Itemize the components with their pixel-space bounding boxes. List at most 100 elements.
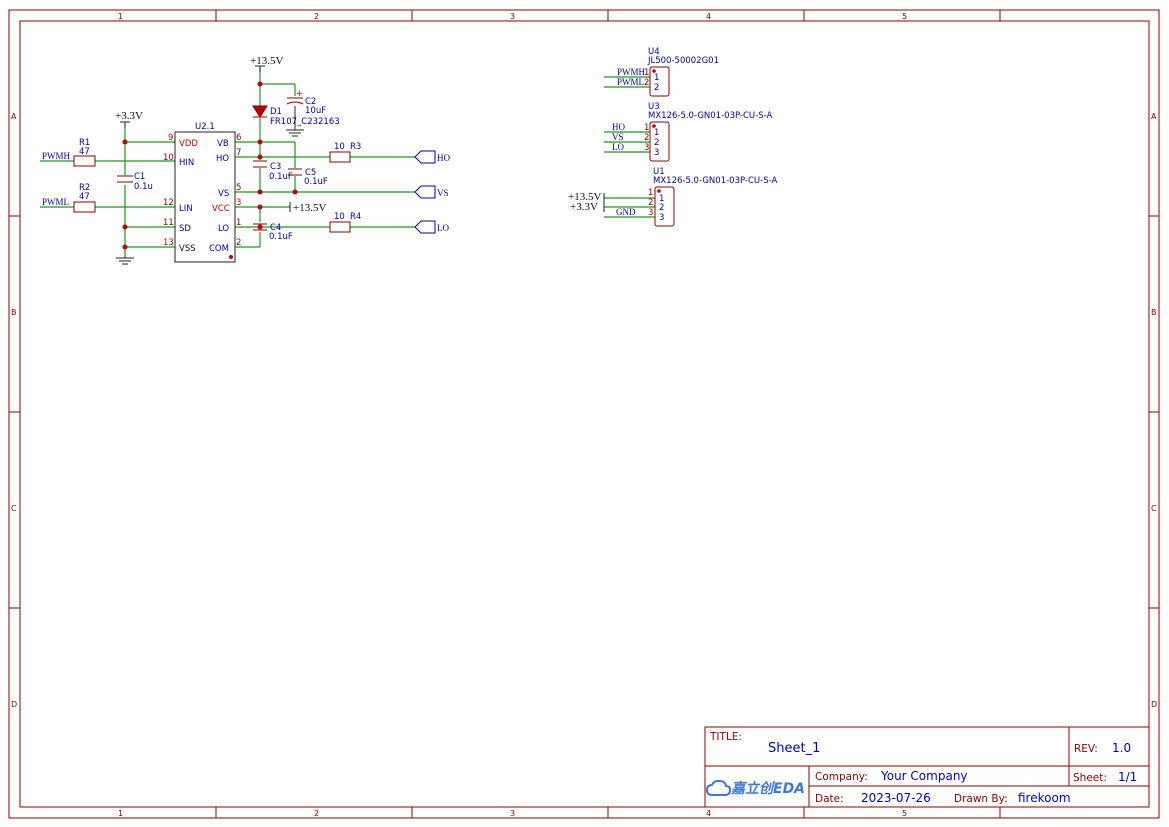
- r2-ref: R2: [79, 183, 90, 193]
- pin-name-lo: LO: [218, 224, 229, 234]
- col-label: 2: [314, 12, 319, 21]
- u1-pin-num-3: 3: [648, 208, 653, 218]
- c3-value: 0.1uF: [269, 172, 293, 182]
- pin-name-vs: VS: [218, 189, 229, 199]
- u3-value: MX126-5.0-GN01-03P-CU-S-A: [648, 111, 772, 121]
- row-label: A: [11, 112, 17, 121]
- connector-u1[interactable]: U1 MX126-5.0-GN01-03P-CU-S-A 1 2 3 1 2 3: [648, 167, 777, 227]
- pin-name-vdd: VDD: [179, 139, 198, 149]
- r3-value: 10: [334, 142, 345, 152]
- port-lo-label: LO: [437, 223, 449, 233]
- connector-u3[interactable]: U3 MX126-5.0-GN01-03P-CU-S-A 1 2 3 1 2 3: [644, 102, 772, 162]
- resistor-r4[interactable]: 10 R4: [329, 212, 361, 233]
- capacitor-c1[interactable]: C1 0.1u: [117, 172, 153, 192]
- row-label: C: [11, 504, 17, 513]
- pin-name-hin: HIN: [179, 158, 194, 168]
- c5-ref: C5: [305, 168, 316, 178]
- u1-ref: U1: [653, 167, 665, 177]
- pin-number: 12: [163, 198, 174, 208]
- rev-value: 1.0: [1112, 741, 1131, 755]
- pin-name-ho: HO: [216, 154, 229, 164]
- power-3v3-symbol[interactable]: +3.3V: [115, 110, 143, 128]
- u3-pin-num-3: 3: [644, 143, 649, 153]
- c2-ref: C2: [305, 97, 316, 107]
- capacitor-c3[interactable]: C3 0.1uF: [253, 160, 293, 182]
- u1-pin-num-1: 1: [648, 188, 653, 198]
- capacitor-c5[interactable]: C5 0.1uF: [288, 168, 328, 187]
- port-ho[interactable]: HO: [414, 150, 450, 164]
- u1-pin-2: 2: [659, 203, 664, 213]
- row-label: A: [1151, 112, 1157, 121]
- u1-pin-num-2: 2: [648, 198, 653, 208]
- u4-pin-2: 2: [654, 83, 659, 93]
- r3-ref: R3: [350, 142, 361, 152]
- row-label: C: [1151, 504, 1157, 513]
- port-ho-label: HO: [437, 153, 450, 163]
- drawn-by-value: firekoom: [1018, 791, 1071, 805]
- u1-pin-1: 1: [659, 194, 664, 204]
- c1-ref: C1: [134, 172, 145, 182]
- pin-number: 2: [236, 238, 241, 248]
- capacitor-c2[interactable]: + C2 10uF: [286, 89, 326, 116]
- ic-u2-1[interactable]: U2.1 9 VDD 10 HIN 12 LIN 11 SD 13 VSS 6 …: [163, 122, 241, 263]
- pin-number: 9: [168, 133, 173, 143]
- resistor-r3[interactable]: 10 R3: [329, 142, 361, 163]
- u3-pin-num-1: 1: [644, 123, 649, 133]
- port-lo[interactable]: LO: [414, 220, 449, 234]
- pin-number: 11: [163, 218, 174, 228]
- u3-pin-num-2: 2: [644, 133, 649, 143]
- diode-d1[interactable]: D1 FR107_C232163: [252, 105, 340, 127]
- net-label-ho-u3: HO: [612, 122, 625, 132]
- col-label: 4: [706, 12, 711, 21]
- resistor-r1[interactable]: R1 47: [73, 138, 96, 167]
- pin-name-sd: SD: [179, 224, 191, 234]
- u4-pin-num-1: 1: [644, 68, 649, 78]
- r4-value: 10: [334, 212, 345, 222]
- sheet-value: 1/1: [1118, 770, 1137, 784]
- col-label: 4: [706, 809, 711, 818]
- junctions: [122, 81, 298, 250]
- c4-value: 0.1uF: [269, 232, 293, 242]
- title-block: TITLE: Sheet_1 REV: 1.0 Company: Your Co…: [704, 726, 1150, 808]
- pin-number: 1: [236, 218, 241, 228]
- capacitor-c4[interactable]: C4 0.1uF: [253, 223, 293, 242]
- u1-value: MX126-5.0-GN01-03P-CU-S-A: [653, 176, 777, 186]
- power-13v5-vcc-label: +13.5V: [293, 202, 326, 214]
- c4-ref: C4: [270, 223, 281, 233]
- c3-ref: C3: [270, 162, 281, 172]
- u3-ref: U3: [648, 102, 660, 112]
- col-label: 3: [510, 12, 515, 21]
- c2-plus-icon: +: [296, 89, 303, 99]
- col-label: 3: [510, 809, 515, 818]
- net-label-pwml-u4: PWML: [617, 77, 644, 87]
- port-vs-label: VS: [437, 188, 449, 198]
- col-label: 5: [902, 12, 907, 21]
- date-label: Date:: [815, 793, 844, 805]
- pin-number: 10: [163, 153, 174, 163]
- row-label: D: [1151, 700, 1157, 709]
- power-3v3-label: +3.3V: [115, 110, 143, 122]
- net-label-pwmh-u4: PWMH: [617, 67, 646, 77]
- port-vs[interactable]: VS: [414, 185, 449, 199]
- date-value: 2023-07-26: [861, 791, 931, 805]
- u4-pin-1: 1: [654, 73, 659, 83]
- pin-name-lin: LIN: [179, 204, 193, 214]
- ground-icon: [286, 106, 304, 137]
- power-13v5-symbol[interactable]: +13.5V: [250, 55, 283, 72]
- connector-u4[interactable]: U4 JL500-50002G01 1 2 1 2: [644, 47, 719, 97]
- u1-pin-3: 3: [659, 213, 664, 223]
- pin-name-vcc: VCC: [212, 204, 230, 214]
- net-label-pwmh: PWMH: [42, 151, 71, 161]
- c5-value: 0.1uF: [304, 177, 328, 187]
- power-13v5-vcc-symbol[interactable]: +13.5V: [289, 202, 326, 214]
- company-value: Your Company: [880, 769, 968, 783]
- pin-number: 5: [236, 183, 241, 193]
- r1-value: 47: [79, 147, 90, 157]
- company-label: Company:: [815, 771, 868, 783]
- power-13v5-label: +13.5V: [250, 55, 283, 67]
- col-label: 2: [314, 809, 319, 818]
- resistor-r2[interactable]: R2 47: [73, 183, 96, 213]
- row-label: B: [1151, 308, 1157, 317]
- row-label: D: [11, 700, 17, 709]
- net-label-vs-u3: VS: [612, 132, 624, 142]
